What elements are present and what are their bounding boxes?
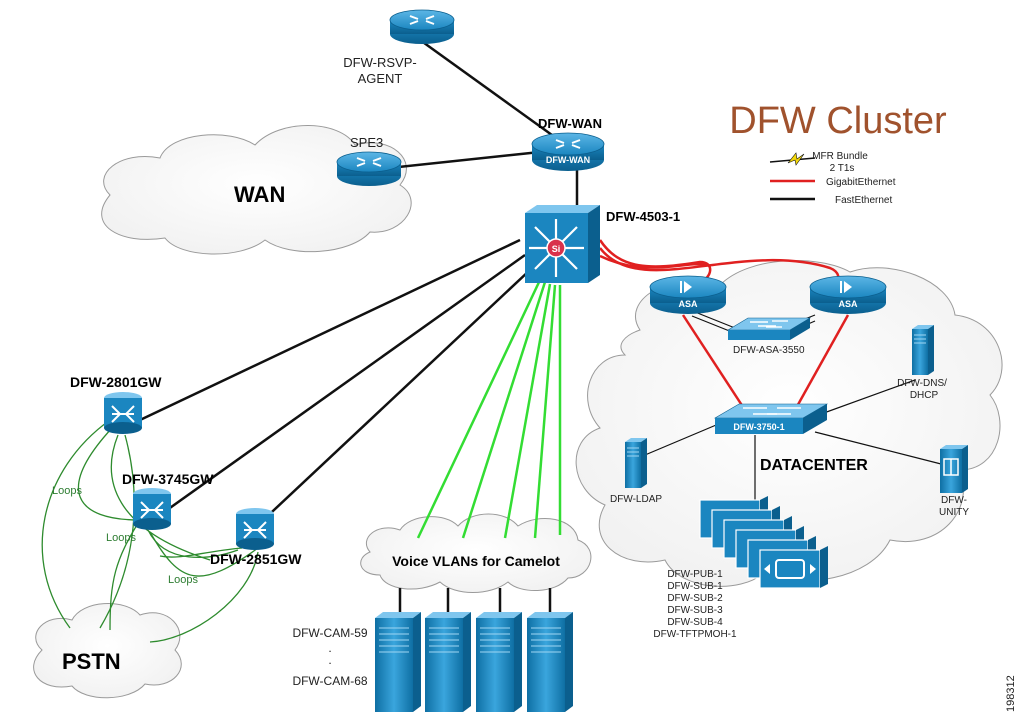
dfw-wan-label: DFW-WAN: [538, 116, 602, 131]
legend: MFR Bundle 2 T1s GigabitEthernet FastEth…: [769, 151, 896, 206]
si-label: Si: [552, 244, 561, 254]
link-4503-2801: [139, 238, 521, 422]
servers-list: DFW-PUB-1 DFW-SUB-1 DFW-SUB-2 DFW-SUB-3 …: [653, 569, 737, 640]
cam-server-2[interactable]: [425, 612, 471, 712]
pstn-links: [41, 419, 259, 643]
link-3750-unity: [814, 431, 946, 466]
pstn-cloud: [33, 603, 182, 699]
spe3-label: SPE3: [350, 135, 383, 150]
dns-label-1: DFW-DNS/: [897, 378, 947, 389]
datacenter-label: DATACENTER: [760, 457, 868, 474]
link-4503-vlan-4: [533, 284, 557, 539]
rsvp-agent-router[interactable]: [389, 9, 455, 44]
dns-label-2: DHCP: [910, 390, 939, 401]
dfw-3745gw-gateway[interactable]: [133, 488, 171, 530]
cam-server-1[interactable]: [375, 612, 421, 712]
dfw-3750-switch[interactable]: DFW-3750-1: [713, 403, 829, 434]
asa-right-firewall[interactable]: ASA: [809, 275, 887, 314]
figure-id: 198312: [1005, 675, 1017, 712]
dfw-ldap-server[interactable]: [625, 438, 647, 488]
link-4503-vlan-1: [416, 279, 542, 539]
dfw-asa-3550-label: DFW-ASA-3550: [733, 345, 805, 356]
dfw-dns-server[interactable]: [912, 325, 934, 375]
spe3-router[interactable]: [336, 151, 402, 186]
wan-cloud: [101, 125, 412, 255]
cam-server-4[interactable]: [527, 612, 573, 712]
server-list-item: DFW-SUB-2: [667, 593, 723, 604]
server-list-item: DFW-SUB-1: [667, 581, 723, 592]
rsvp-agent-label-1: DFW-RSVP-: [343, 55, 416, 70]
cam-dot-1: .: [328, 641, 331, 655]
link-asa-right-3750: [793, 314, 850, 411]
cam-first-label: DFW-CAM-59: [292, 626, 367, 640]
loops-label-1: Loops: [52, 485, 82, 497]
link-4503-vlan-3: [503, 283, 552, 539]
fastethernet-links: [139, 38, 579, 615]
dfw-4503-label: DFW-4503-1: [606, 209, 680, 224]
dfw-2801gw-gateway[interactable]: [104, 392, 142, 434]
legend-mfr-label: MFR Bundle: [812, 151, 868, 162]
dfw-2851gw-gateway[interactable]: [236, 508, 274, 550]
camelot-servers[interactable]: [375, 612, 573, 712]
link-3750-ldap: [644, 419, 729, 456]
loops-label-2: Loops: [106, 532, 136, 544]
server-list-item: DFW-SUB-4: [667, 617, 723, 628]
cam-server-3[interactable]: [476, 612, 522, 712]
gw-2801-label: DFW-2801GW: [70, 374, 162, 390]
legend-mfr-icon: [769, 152, 816, 166]
cam-last-label: DFW-CAM-68: [292, 674, 367, 688]
legend-gigabit-label: GigabitEthernet: [826, 177, 896, 188]
link-4503-asa-left: [598, 239, 712, 284]
rsvp-agent-label-2: AGENT: [358, 71, 403, 86]
link-4503-3745: [159, 253, 526, 517]
loops-label-3: Loops: [168, 574, 198, 586]
si-icon: [546, 238, 566, 258]
asa-right-label: ASA: [838, 299, 858, 309]
cam-dot-2: .: [328, 653, 331, 667]
dfw-4503-switch[interactable]: Si: [525, 205, 600, 283]
ldap-label: DFW-LDAP: [610, 494, 662, 505]
link-asa-left-3750: [681, 314, 747, 411]
dfw-asa-3550-switch[interactable]: [726, 317, 812, 340]
asa-left-firewall[interactable]: ASA: [649, 275, 727, 314]
server-list-item: DFW-SUB-3: [667, 605, 723, 616]
gw-2851-label: DFW-2851GW: [210, 551, 302, 567]
pstn-label: PSTN: [62, 649, 121, 674]
link-3750-dns: [809, 379, 916, 419]
server-list-item: DFW-TFTPMOH-1: [653, 629, 737, 640]
diagram-title: DFW Cluster: [729, 100, 947, 142]
link-4503-vlan-2: [461, 281, 547, 539]
link-4503-2851: [257, 269, 531, 526]
server-list-item: DFW-PUB-1: [667, 569, 723, 580]
call-manager-stack[interactable]: [699, 496, 828, 589]
asa-left-label: ASA: [678, 299, 698, 309]
dfw-wan-router[interactable]: DFW-WAN: [531, 132, 605, 171]
wan-label: WAN: [234, 182, 285, 207]
dfw-3750-inner-label: DFW-3750-1: [733, 422, 784, 432]
link-rsvp-wan: [419, 38, 571, 150]
unity-label-2: UNITY: [939, 507, 969, 518]
unity-label-1: DFW-: [941, 495, 967, 506]
dfw-wan-inner-label: DFW-WAN: [546, 155, 590, 165]
voice-vlans-label: Voice VLANs for Camelot: [392, 553, 560, 569]
voice-vlan-links: [416, 279, 562, 539]
legend-fast-label: FastEthernet: [835, 195, 892, 206]
gw-3745-label: DFW-3745GW: [122, 471, 214, 487]
phone-icon: [775, 559, 805, 579]
legend-mfr-detail: 2 T1s: [830, 163, 855, 174]
dfw-unity-server[interactable]: [940, 445, 968, 493]
